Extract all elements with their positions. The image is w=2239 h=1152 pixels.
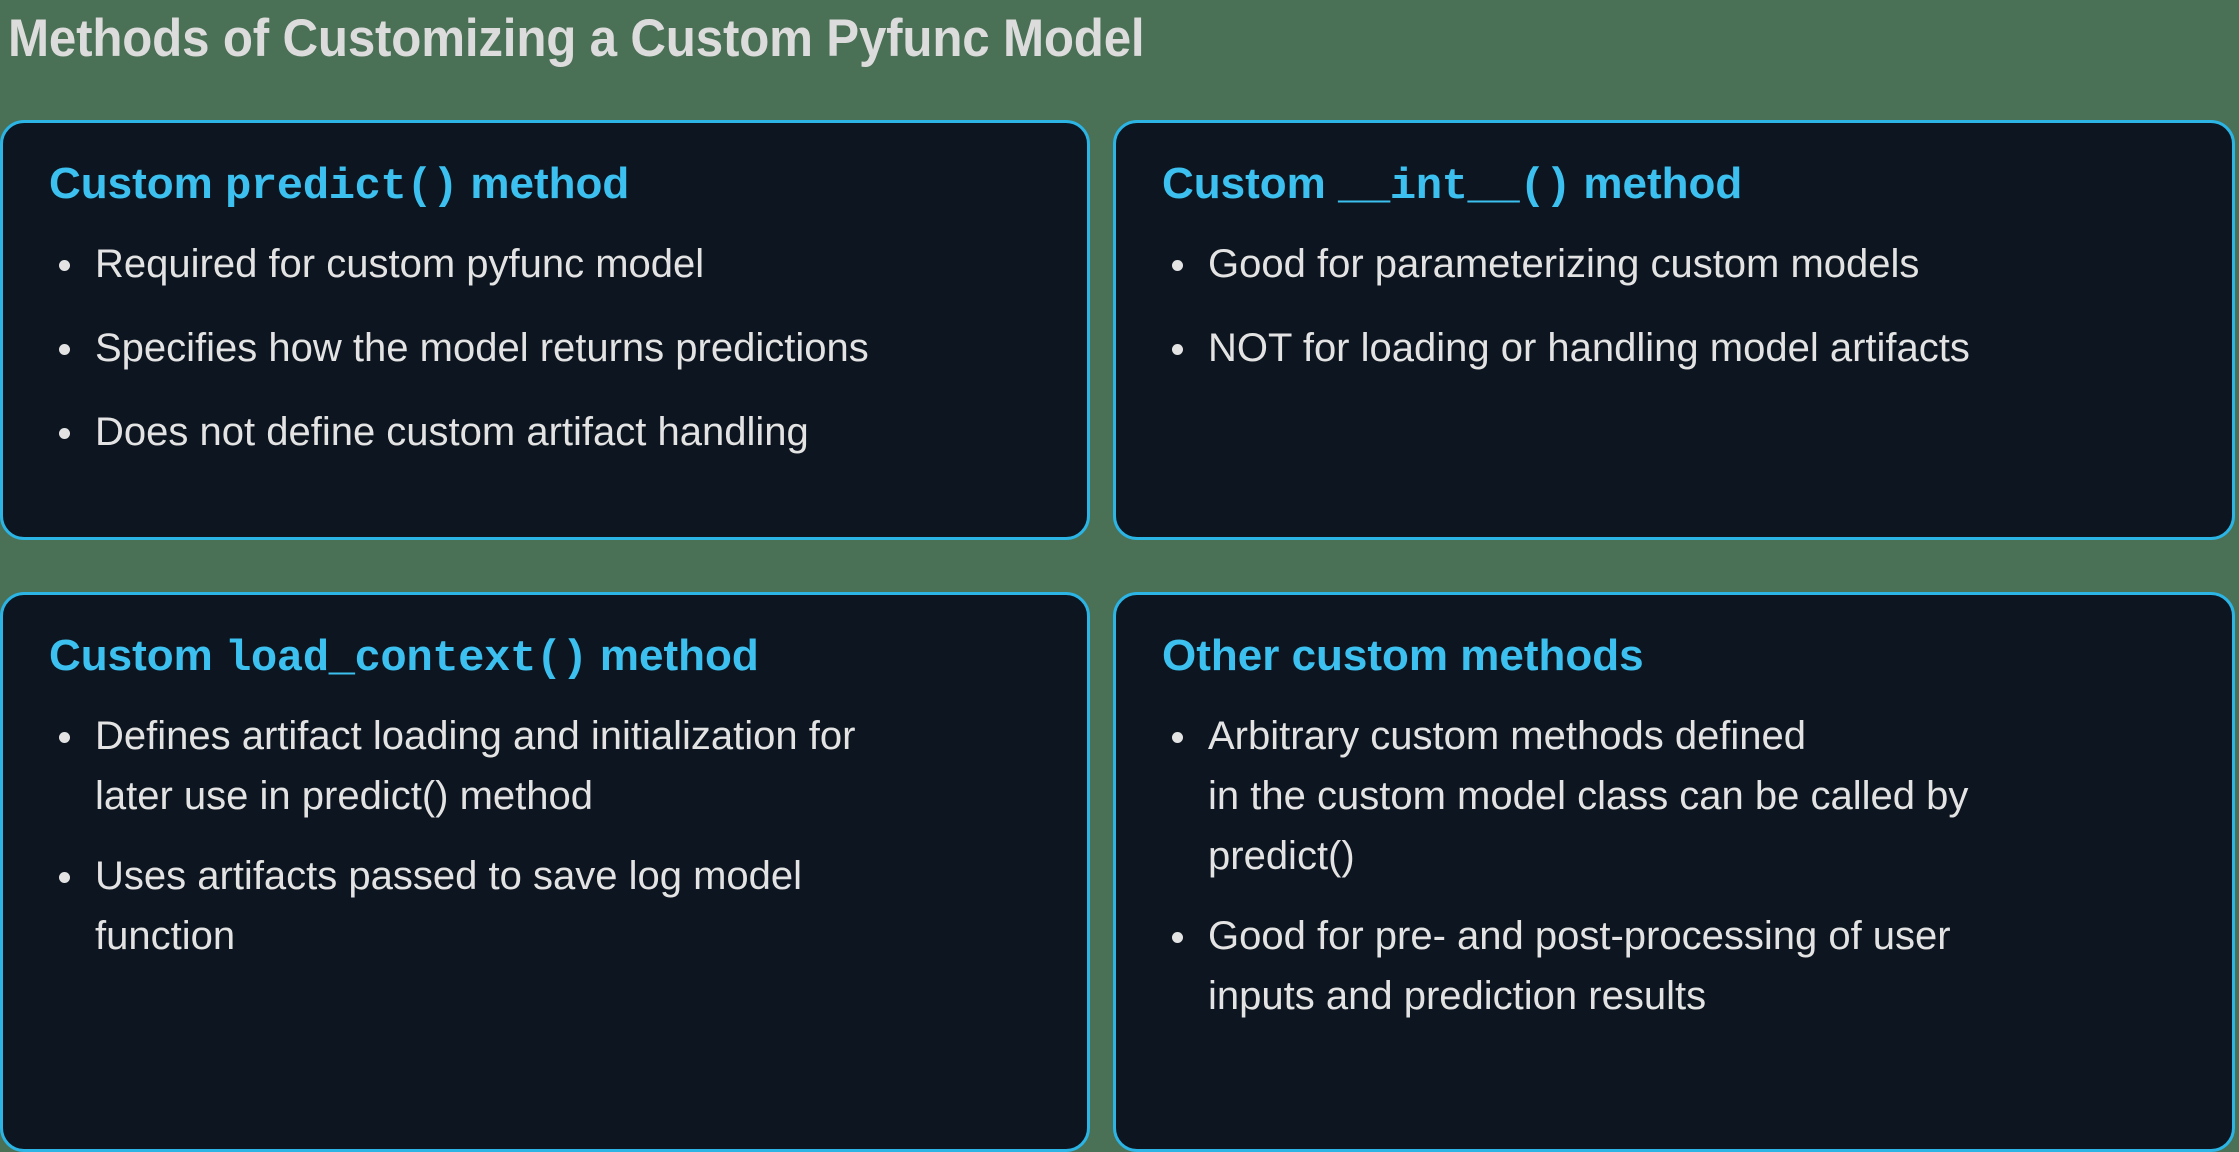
list-item: Required for custom pyfunc model	[49, 234, 1057, 294]
list-item: Defines artifact loading and initializat…	[49, 706, 1057, 826]
card-body: Custom __int__() method Good for paramet…	[1116, 123, 2232, 422]
card-body: Custom predict() method Required for cus…	[3, 123, 1087, 506]
heading-code: __int__()	[1338, 162, 1572, 212]
bullet-list: Required for custom pyfunc model Specifi…	[49, 234, 1057, 462]
page-title: Methods of Customizing a Custom Pyfunc M…	[8, 9, 1145, 68]
card-body: Custom load_context() method Defines art…	[3, 595, 1087, 1006]
card-custom-predict-method[interactable]: Custom predict() method Required for cus…	[0, 120, 1090, 540]
list-item-line: Good for pre- and post-processing of use…	[1208, 914, 1951, 958]
card-cell-other-custom-methods: Other custom methods Arbitrary custom me…	[1105, 560, 2239, 1152]
heading-suffix: method	[587, 631, 759, 680]
card-cell-custom-predict-method: Custom predict() method Required for cus…	[0, 120, 1105, 560]
bullet-list: Arbitrary custom methods defined in the …	[1162, 706, 2202, 1026]
card-custom-int-method[interactable]: Custom __int__() method Good for paramet…	[1113, 120, 2235, 540]
heading-suffix: method	[1571, 159, 1743, 208]
bullet-list: Good for parameterizing custom models NO…	[1162, 234, 2202, 378]
list-item-line: Uses artifacts passed to save log model	[95, 854, 803, 898]
list-item-line: in the custom model class can be called …	[1208, 774, 1969, 818]
card-heading-custom-predict-method: Custom predict() method	[49, 159, 1057, 212]
heading-code: load_context()	[225, 634, 588, 684]
slide-root: Methods of Customizing a Custom Pyfunc M…	[0, 9, 2235, 1152]
heading-prefix: Other custom methods	[1162, 631, 1644, 680]
list-item: NOT for loading or handling model artifa…	[1162, 318, 2202, 378]
card-body: Other custom methods Arbitrary custom me…	[1116, 595, 2232, 1066]
card-custom-load-context-method[interactable]: Custom load_context() method Defines art…	[0, 592, 1090, 1152]
card-heading-custom-int-method: Custom __int__() method	[1162, 159, 2202, 212]
list-item: Specifies how the model returns predicti…	[49, 318, 1057, 378]
list-item: Uses artifacts passed to save log model …	[49, 846, 1057, 966]
list-item-line: inputs and prediction results	[1208, 974, 1707, 1018]
list-item-line: Arbitrary custom methods defined	[1208, 714, 1807, 758]
card-grid: Custom predict() method Required for cus…	[0, 120, 2239, 1152]
card-heading-custom-load-context-method: Custom load_context() method	[49, 631, 1057, 684]
heading-prefix: Custom	[49, 159, 225, 208]
heading-suffix: method	[458, 159, 630, 208]
list-item: Good for pre- and post-processing of use…	[1162, 906, 2202, 1026]
list-item: Arbitrary custom methods defined in the …	[1162, 706, 2202, 886]
card-other-custom-methods[interactable]: Other custom methods Arbitrary custom me…	[1113, 592, 2235, 1152]
card-cell-custom-load-context-method: Custom load_context() method Defines art…	[0, 560, 1105, 1152]
card-heading-other-custom-methods: Other custom methods	[1162, 631, 2202, 684]
heading-prefix: Custom	[49, 631, 225, 680]
heading-prefix: Custom	[1162, 159, 1338, 208]
list-item-line: function	[95, 914, 236, 958]
heading-code: predict()	[225, 162, 459, 212]
list-item-line: Defines artifact loading and initializat…	[95, 714, 856, 758]
list-item: Does not define custom artifact handling	[49, 402, 1057, 462]
list-item-line: later use in predict() method	[95, 774, 594, 818]
list-item: Good for parameterizing custom models	[1162, 234, 2202, 294]
card-cell-custom-int-method: Custom __int__() method Good for paramet…	[1105, 120, 2239, 560]
bullet-list: Defines artifact loading and initializat…	[49, 706, 1057, 966]
list-item-line: predict()	[1208, 834, 1355, 878]
